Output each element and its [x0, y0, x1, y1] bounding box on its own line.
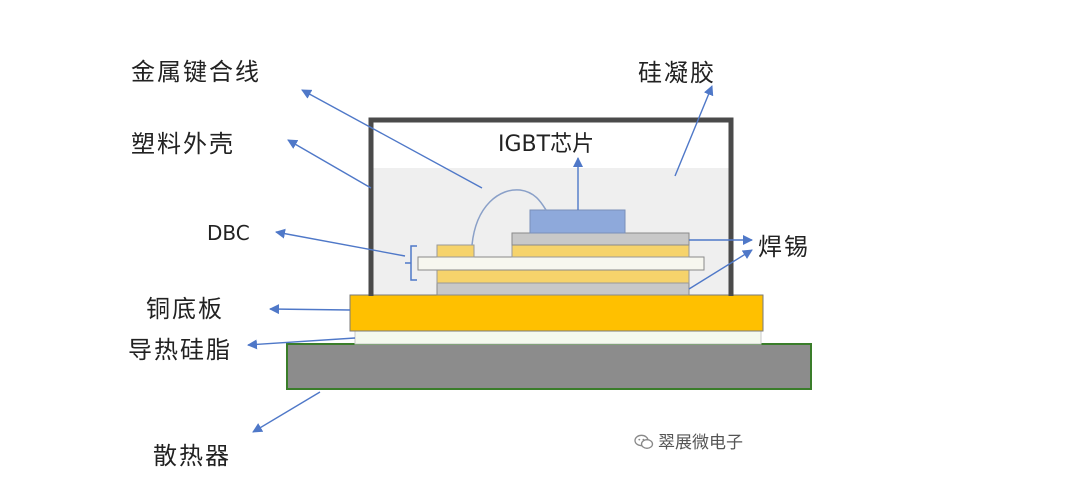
copper-baseplate-label: 铜底板 — [146, 295, 224, 323]
igbt-chip — [529, 209, 626, 234]
dbc-bottom-copper — [436, 282, 690, 296]
dbc-ceramic — [417, 256, 705, 271]
solder-layer-bottom — [436, 269, 690, 284]
watermark-text: 翠展微电子 — [658, 433, 743, 453]
dbc-left-pad — [436, 244, 475, 258]
silicone-gel-label: 硅凝胶 — [638, 59, 716, 87]
heatsink-label: 散热器 — [153, 442, 231, 470]
dbc-bracket — [405, 245, 417, 281]
solder-pointer-bottom — [688, 249, 753, 290]
wire-bond-label: 金属键合线 — [131, 58, 261, 86]
dbc-pointer — [275, 228, 406, 257]
baseplate-pointer — [269, 304, 351, 315]
solder-label: 焊锡 — [758, 233, 810, 261]
solder-layer-top — [511, 232, 690, 246]
thermal-grease-label: 导热硅脂 — [128, 336, 232, 364]
copper-baseplate — [349, 294, 764, 332]
wire-bond-pointer — [301, 89, 483, 189]
housing-pointer — [287, 139, 372, 189]
wechat-icon — [634, 434, 654, 449]
heatsink — [286, 343, 812, 390]
igbt-chip-label: IGBT芯片 — [498, 132, 595, 157]
grease-pointer — [247, 337, 356, 350]
thermal-grease — [354, 330, 762, 345]
plastic-housing — [368, 117, 734, 296]
dbc-top-copper — [511, 244, 690, 258]
wire-bond — [471, 189, 547, 246]
heatsink-pointer — [252, 391, 321, 433]
gel-pointer — [674, 85, 714, 177]
plastic-housing-label: 塑料外壳 — [131, 130, 235, 158]
dbc-label: DBC — [207, 221, 250, 245]
watermark: 翠展微电子 — [634, 428, 743, 453]
